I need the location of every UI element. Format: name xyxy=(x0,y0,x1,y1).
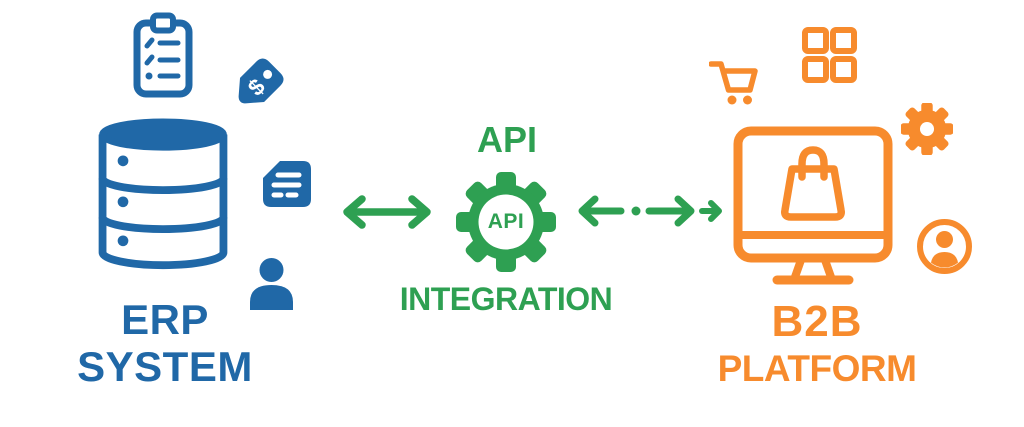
dashed-bidirectional-arrow-icon xyxy=(575,192,727,232)
api-title: API xyxy=(476,119,537,160)
shopping-bag-icon xyxy=(781,146,845,221)
erp-title-line1: ERP xyxy=(121,296,209,343)
user-account-icon xyxy=(916,218,973,275)
app-grid-icon xyxy=(801,26,858,84)
user-icon xyxy=(248,257,295,310)
b2b-title-line2: PLATFORM xyxy=(717,348,917,389)
document-icon xyxy=(261,159,313,209)
b2b-title-line1: B2B xyxy=(771,297,863,346)
double-headed-arrow-icon xyxy=(337,193,437,231)
storefront-monitor-icon xyxy=(733,126,893,286)
shopping-cart-icon xyxy=(709,57,763,108)
gear-icon xyxy=(901,103,953,155)
api-gear-label: API xyxy=(487,210,525,233)
database-icon xyxy=(93,116,233,272)
integration-subtitle: INTEGRATION xyxy=(399,281,613,317)
b2b-platform-label: B2B PLATFORM xyxy=(697,297,937,391)
clipboard-checklist-icon xyxy=(133,12,193,98)
price-tag-icon: $ xyxy=(224,52,290,118)
erp-system-label: ERP SYSTEM xyxy=(45,296,285,390)
erp-title-line2: SYSTEM xyxy=(77,343,253,390)
api-gear-icon xyxy=(456,172,556,272)
